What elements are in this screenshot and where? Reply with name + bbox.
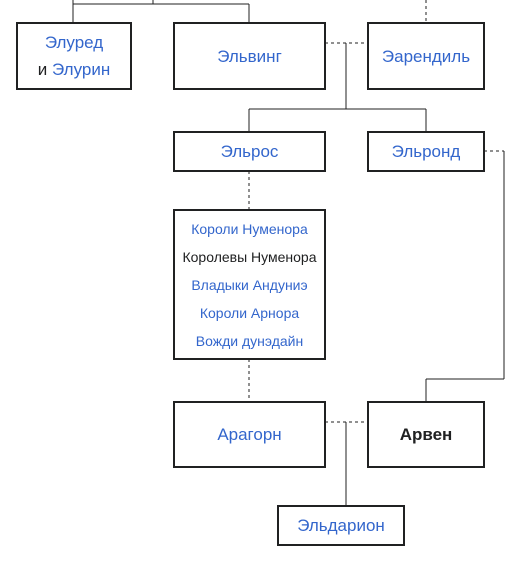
link-elwing[interactable]: Эльвинг xyxy=(217,46,282,66)
node-elured-elurin: Элуред и Элурин xyxy=(16,22,132,90)
text-queens-numenor: Королевы Нуменора xyxy=(182,248,317,265)
node-aragorn: Арагорн xyxy=(173,401,326,468)
link-chieftains-dunedain[interactable]: Вожди дунэдайн xyxy=(195,332,304,349)
node-eldarion: Эльдарион xyxy=(277,505,405,546)
link-elurin[interactable]: Элурин xyxy=(52,60,111,79)
link-elrond[interactable]: Эльронд xyxy=(391,142,461,161)
link-lords-andunie[interactable]: Владыки Андуниэ xyxy=(191,276,308,293)
link-earendil[interactable]: Эарендиль xyxy=(381,46,471,66)
link-kings-arnor[interactable]: Короли Арнора xyxy=(199,304,300,321)
node-elrond: Эльронд xyxy=(367,131,485,172)
text-arwen-current: Арвен xyxy=(399,425,453,444)
node-lineage-list: Короли Нуменора Королевы Нуменора Владык… xyxy=(173,209,326,360)
link-kings-numenor[interactable]: Короли Нуменора xyxy=(191,220,308,237)
node-elros: Эльрос xyxy=(173,131,326,172)
link-elured[interactable]: Элуред xyxy=(44,33,104,52)
conjunction-text: и xyxy=(37,60,48,79)
node-earendil: Эарендиль xyxy=(367,22,485,90)
node-arwen: Арвен xyxy=(367,401,485,468)
link-eldarion[interactable]: Эльдарион xyxy=(297,516,385,535)
link-aragorn[interactable]: Арагорн xyxy=(217,425,282,444)
node-elwing: Эльвинг xyxy=(173,22,326,90)
link-elros[interactable]: Эльрос xyxy=(220,142,279,161)
